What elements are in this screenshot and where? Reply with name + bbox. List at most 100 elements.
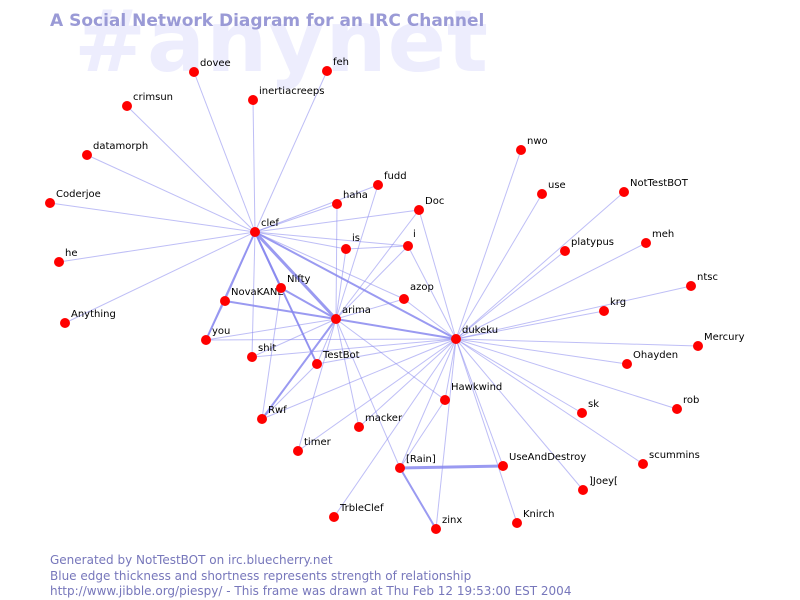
node-dot <box>638 459 648 469</box>
node-dot <box>45 198 55 208</box>
node-label: datamorph <box>93 141 148 152</box>
node-label: use <box>548 180 566 191</box>
node-label: he <box>65 248 78 259</box>
node-crimsun: crimsun <box>122 92 173 111</box>
node-dot <box>332 199 342 209</box>
node-dovee: dovee <box>189 58 231 77</box>
edge-dukeku-useanddestroy <box>455 338 504 467</box>
edge-dukeku-ohayden <box>455 338 628 365</box>
node-zinx: zinx <box>431 515 462 534</box>
node-label: crimsun <box>133 92 173 103</box>
edge-hawkwind-rain <box>399 399 446 469</box>
node-label: is <box>352 233 360 244</box>
node-dot <box>331 314 341 324</box>
node-krg: krg <box>599 297 626 316</box>
node-dot <box>403 241 413 251</box>
edge-dukeku-timer <box>297 338 457 452</box>
node-useanddestroy: UseAndDestroy <box>498 452 586 471</box>
node-label: sk <box>588 399 599 410</box>
footer-legend-note: Blue edge thickness and shortness repres… <box>50 569 472 583</box>
node-label: zinx <box>442 515 462 526</box>
node-label: Rwf <box>268 405 287 416</box>
edge-dukeku-scummins <box>455 338 644 465</box>
edge-clef-is <box>254 231 347 250</box>
node-label: NotTestBOT <box>630 178 689 189</box>
node-dot <box>250 227 260 237</box>
edge-arima-fudd <box>335 184 379 320</box>
node-dot <box>693 341 703 351</box>
node-dot <box>686 281 696 291</box>
node-label: krg <box>610 297 626 308</box>
edge-dukeku-shit <box>251 338 457 358</box>
node-trbleclef: TrbleClef <box>329 503 384 522</box>
node-dot <box>399 294 409 304</box>
edge-nifty-rwf <box>261 287 282 420</box>
node-label: inertiacreeps <box>259 86 324 97</box>
edge-layer <box>49 70 699 530</box>
node-label: feh <box>333 57 349 68</box>
node-rain: [Rain] <box>395 454 436 473</box>
node-label: NovaKANE <box>231 287 284 298</box>
edge-dukeku-nottestbot <box>455 191 625 340</box>
node-is: is <box>341 233 360 254</box>
node-dot <box>641 238 651 248</box>
node-dot <box>201 335 211 345</box>
node-label: scummins <box>649 450 700 461</box>
node-label: UseAndDestroy <box>509 452 586 463</box>
node-dot <box>516 145 526 155</box>
node-you: you <box>201 326 230 345</box>
edge-nifty-arima <box>280 287 337 320</box>
node-i: i <box>403 229 416 251</box>
node-dot <box>373 180 383 190</box>
edge-arima-shit <box>251 318 337 358</box>
edge-dukeku-ntsc <box>455 285 692 340</box>
edge-is-i <box>345 245 409 250</box>
node-label: meh <box>652 229 674 240</box>
footer-generated-by: Generated by NotTestBOT on irc.bluecherr… <box>50 553 333 567</box>
edge-dukeku-testbot <box>316 338 457 365</box>
edge-dukeku-hawkwind <box>444 338 457 401</box>
node-dot <box>248 95 258 105</box>
node-label: you <box>212 326 230 337</box>
node-sk: sk <box>577 399 599 418</box>
node-label: fudd <box>384 171 407 182</box>
edge-arima-is <box>335 248 347 320</box>
node-platypus: platypus <box>560 237 614 256</box>
node-label: ]Joey[ <box>589 476 618 487</box>
node-dot <box>599 306 609 316</box>
node-label: Knirch <box>523 509 554 520</box>
node-datamorph: datamorph <box>82 141 148 160</box>
edge-dukeku-nwo <box>455 149 522 340</box>
node-arima: arima <box>331 305 371 324</box>
node-label: Hawkwind <box>451 382 502 393</box>
edge-dukeku-mercury <box>455 338 699 347</box>
node-label: haha <box>343 190 368 201</box>
edge-dukeku-macker <box>358 338 457 428</box>
edge-arima-rain <box>335 318 401 469</box>
node-shit: shit <box>247 343 276 362</box>
node-dot <box>189 67 199 77</box>
edge-azop-dukeku <box>403 298 457 340</box>
node-timer: timer <box>293 437 332 456</box>
node-label: timer <box>304 437 332 448</box>
edge-dukeku-rain <box>399 338 457 469</box>
node-anything: Anything <box>60 309 116 328</box>
node-nwo: nwo <box>516 136 548 155</box>
node-dot <box>395 463 405 473</box>
node-dot <box>354 422 364 432</box>
node-knirch: Knirch <box>512 509 554 528</box>
node-dot <box>341 244 351 254</box>
node-label: dovee <box>200 58 231 69</box>
node-use: use <box>537 180 566 199</box>
edge-arima-haha <box>335 203 338 320</box>
node-dot <box>257 414 267 424</box>
node-dot <box>440 395 450 405</box>
edge-dukeku-rwf <box>261 338 457 420</box>
edge-i-dukeku <box>407 245 457 340</box>
edge-clef-feh <box>254 70 328 233</box>
edge-clef-inertiacreeps <box>252 99 256 233</box>
node-nifty: Nifty <box>276 274 311 293</box>
edge-clef-anything <box>64 231 256 324</box>
